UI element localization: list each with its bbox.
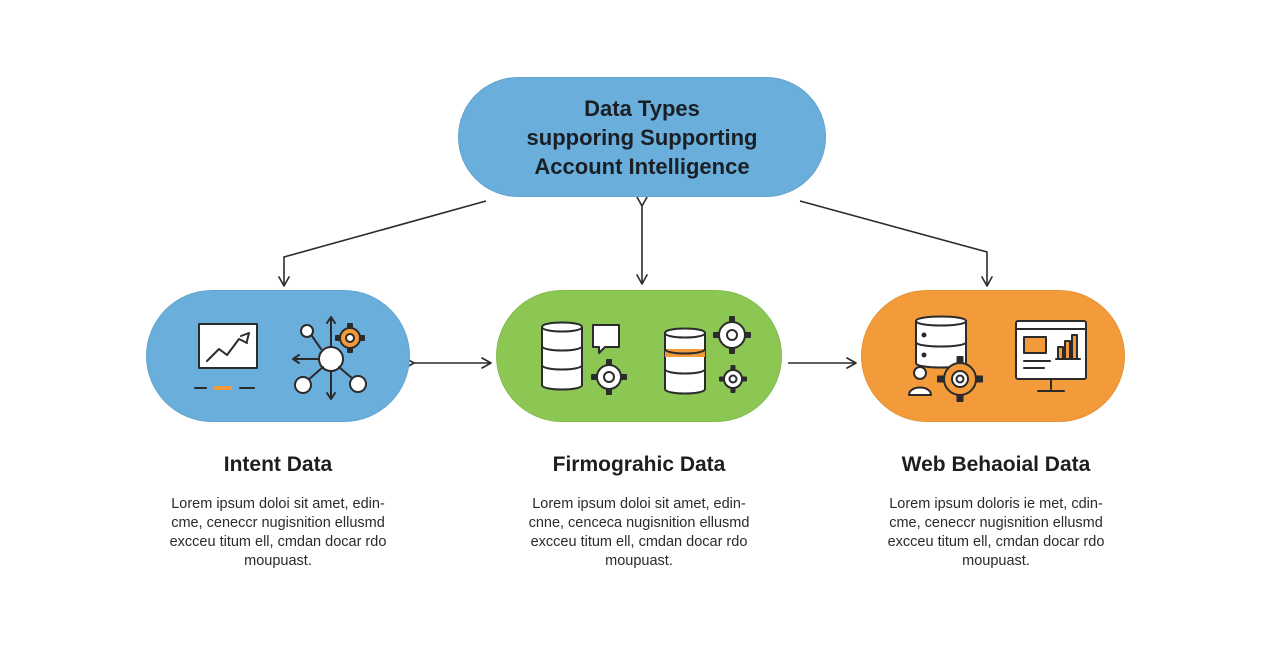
database-speech-gear-icon	[541, 321, 627, 395]
description-line: moupuast.	[244, 553, 312, 569]
node-web-icons	[908, 315, 1087, 402]
database-user-gear-icon	[908, 315, 983, 402]
network-gear-icon	[292, 316, 367, 400]
root-node: Data Types supporing Supporting Account …	[458, 77, 826, 197]
caption-intent: Intent Data Lorem ipsum doloi sit amet, …	[128, 452, 428, 571]
node-description: Lorem ipsum doloi sit amet, edin- cnne, …	[489, 495, 789, 571]
node-title: Firmograhic Data	[552, 453, 726, 476]
root-title-line: Data Types	[584, 95, 700, 121]
root-title-line: Account Intelligence	[534, 153, 750, 179]
connector-top-to-intent	[278, 200, 487, 287]
line-chart-monitor-icon	[194, 323, 258, 390]
node-description: Lorem ipsum doloris ie met, cdin- cme, c…	[846, 495, 1146, 571]
node-description: Lorem ipsum doloi sit amet, edin- cme, c…	[128, 495, 428, 571]
root-title-line: supporing Supporting	[526, 124, 758, 150]
node-intent	[146, 290, 410, 422]
description-line: cnne, cenceca nugisnition ellusmd	[528, 515, 750, 531]
node-firmographic	[496, 290, 782, 422]
description-line: excceu titum ell, cmdan docar rdo	[887, 534, 1105, 550]
node-title: Intent Data	[223, 453, 333, 476]
node-title: Web Behaoial Data	[901, 453, 1091, 476]
connector-top-to-web	[799, 200, 993, 287]
node-intent-icons	[194, 316, 367, 400]
description-line: moupuast.	[962, 553, 1030, 569]
database-gears-icon	[664, 316, 751, 395]
caption-firmographic: Firmograhic Data Lorem ipsum doloi sit a…	[489, 452, 789, 571]
caption-web-behavioral: Web Behaoial Data Lorem ipsum doloris ie…	[846, 452, 1146, 571]
analytics-monitor-icon	[1015, 320, 1087, 392]
description-line: cme, ceneccr nugisnition ellusmd	[889, 515, 1103, 531]
node-web-behavioral	[861, 290, 1125, 422]
root-node-title: Data Types supporing Supporting Account …	[527, 94, 758, 181]
description-line: Lorem ipsum doloi sit amet, edin-	[532, 496, 746, 512]
description-line: excceu titum ell, cmdan docar rdo	[169, 534, 387, 550]
description-line: Lorem ipsum doloi sit amet, edin-	[171, 496, 385, 512]
description-line: moupuast.	[605, 553, 673, 569]
description-line: cme, ceneccr nugisnition ellusmd	[171, 515, 385, 531]
node-firmographic-icons	[541, 316, 751, 395]
description-line: excceu titum ell, cmdan docar rdo	[530, 534, 748, 550]
description-line: Lorem ipsum doloris ie met, cdin-	[889, 496, 1103, 512]
